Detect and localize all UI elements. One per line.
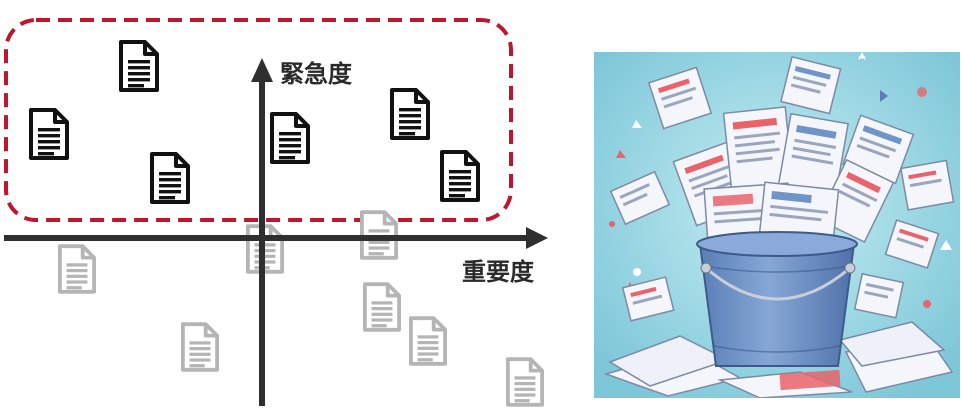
document-bucket-illustration	[594, 52, 960, 398]
priority-diagram: 緊急度 重要度	[4, 18, 548, 407]
document-icon-faded	[506, 357, 544, 407]
document-icon-important	[119, 40, 159, 92]
document-icon-important	[390, 88, 430, 140]
document-icon-important	[270, 112, 310, 164]
document-icon-faded	[58, 244, 96, 294]
document-icon-important	[440, 150, 480, 202]
document-icon-faded	[181, 322, 219, 372]
high-urgency-zone	[4, 18, 513, 222]
x-axis-importance	[4, 227, 548, 249]
paper-pile	[603, 321, 954, 398]
bucket	[696, 231, 858, 367]
y-axis-label: 緊急度	[280, 60, 353, 88]
x-axis-label: 重要度	[462, 258, 535, 286]
document-icon-important	[29, 108, 69, 160]
document-icon-faded	[363, 282, 401, 332]
y-axis-urgency	[251, 58, 273, 406]
document-icon-important	[150, 152, 190, 204]
overflowing-papers	[672, 106, 895, 246]
document-icon-faded	[409, 316, 447, 366]
